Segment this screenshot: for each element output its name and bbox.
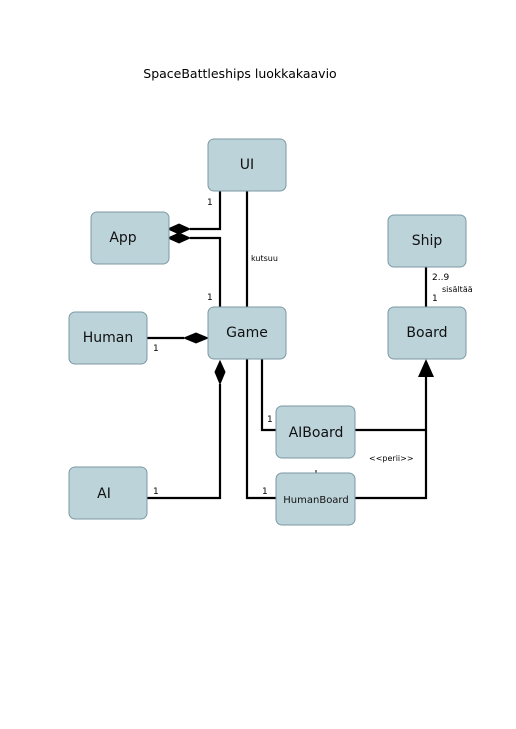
game-app-multiplicity: 1 xyxy=(207,293,213,303)
board-multiplicity: 1 xyxy=(432,294,438,304)
class-board[interactable]: Board xyxy=(387,306,467,360)
perii-label: <<perii>> xyxy=(369,454,414,463)
class-aiboard[interactable]: AIBoard xyxy=(275,405,356,459)
aiboard-multiplicity: 1 xyxy=(267,415,273,425)
game-app-composition-line xyxy=(190,236,222,307)
sisaltaa-label: sisältää xyxy=(442,285,473,294)
ai-game-composition-line xyxy=(147,384,222,500)
class-humanboard[interactable]: HumanBoard xyxy=(275,472,356,526)
app-composition-diamond-bottom xyxy=(166,232,192,244)
class-ai[interactable]: AI xyxy=(68,466,148,520)
ui-app-composition-line xyxy=(190,191,222,231)
app-composition-diamond-top xyxy=(166,223,192,235)
class-ai-label: AI xyxy=(97,486,111,502)
human-multiplicity: 1 xyxy=(153,344,159,354)
class-app-label: App xyxy=(109,230,136,246)
humanboard-inherit-line xyxy=(355,375,428,500)
kutsuu-label: kutsuu xyxy=(251,254,278,263)
class-aiboard-label: AIBoard xyxy=(289,425,344,441)
ui-app-multiplicity: 1 xyxy=(207,198,213,208)
game-aiboard-line xyxy=(260,359,276,432)
inheritance-arrowhead xyxy=(418,359,434,377)
game-composition-diamond-human xyxy=(182,332,210,344)
class-ui[interactable]: UI xyxy=(207,138,287,192)
class-app[interactable]: App xyxy=(90,211,170,265)
ship-multiplicity: 2..9 xyxy=(432,273,449,283)
ai-multiplicity: 1 xyxy=(153,487,159,497)
class-ship[interactable]: Ship xyxy=(387,214,467,268)
game-humanboard-line xyxy=(245,359,276,500)
class-game[interactable]: Game xyxy=(207,306,287,360)
class-ui-label: UI xyxy=(240,157,254,173)
class-board-label: Board xyxy=(406,325,447,341)
diagram-title: SpaceBattleships luokkakaavio xyxy=(143,66,337,81)
game-composition-diamond-ai xyxy=(214,359,226,386)
class-human-label: Human xyxy=(83,330,134,346)
class-humanboard-label: HumanBoard xyxy=(283,495,348,506)
humanboard-multiplicity: 1 xyxy=(262,487,268,497)
class-game-label: Game xyxy=(226,325,268,341)
class-ship-label: Ship xyxy=(412,233,443,249)
class-human[interactable]: Human xyxy=(68,311,148,365)
